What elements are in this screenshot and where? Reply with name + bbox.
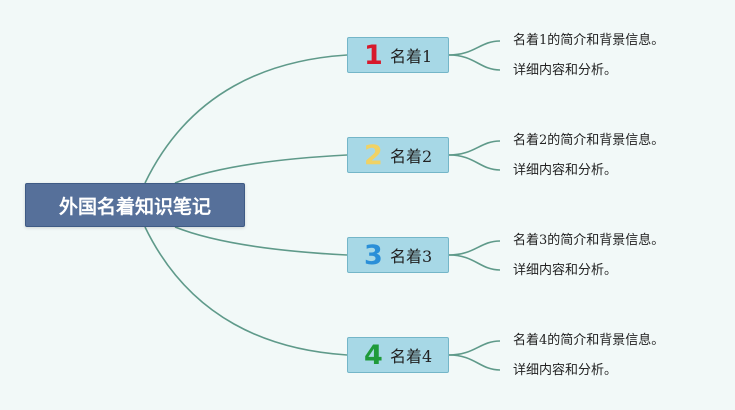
- link-branch-3-leaf-1: [448, 240, 501, 256]
- branch-topic-2[interactable]: 2 名着2: [347, 137, 449, 173]
- number-4-icon: 4: [364, 339, 383, 371]
- link-branch-1-leaf-2: [448, 54, 501, 71]
- link-branch-2-leaf-1: [448, 140, 501, 156]
- leaf-topic-2-1[interactable]: 名着2的简介和背景信息。: [513, 133, 665, 148]
- branch-label: 名着1: [390, 47, 433, 66]
- branch-topic-3[interactable]: 3 名着3: [347, 237, 449, 273]
- link-root-branch-4: [144, 226, 348, 356]
- number-1-icon: 1: [364, 39, 383, 71]
- root-topic[interactable]: 外国名着知识笔记: [25, 183, 245, 227]
- link-branch-4-leaf-1: [448, 340, 501, 356]
- leaf-topic-1-2[interactable]: 详细内容和分析。: [513, 63, 618, 78]
- link-branch-1-leaf-1: [448, 40, 501, 56]
- leaf-topic-4-1[interactable]: 名着4的简介和背景信息。: [513, 333, 665, 348]
- leaf-topic-1-1[interactable]: 名着1的简介和背景信息。: [513, 33, 665, 48]
- number-3-icon: 3: [364, 239, 383, 271]
- link-root-branch-2: [174, 154, 348, 184]
- link-branch-3-leaf-2: [448, 254, 501, 271]
- leaf-topic-3-1[interactable]: 名着3的简介和背景信息。: [513, 233, 665, 248]
- branch-topic-4[interactable]: 4 名着4: [347, 337, 449, 373]
- leaf-topic-2-2[interactable]: 详细内容和分析。: [513, 163, 618, 178]
- leaf-topic-3-2[interactable]: 详细内容和分析。: [513, 263, 618, 278]
- link-root-branch-3: [174, 226, 348, 256]
- branch-label: 名着2: [390, 147, 433, 166]
- link-root-branch-1: [144, 54, 348, 184]
- leaf-topic-4-2[interactable]: 详细内容和分析。: [513, 363, 618, 378]
- link-branch-4-leaf-2: [448, 354, 501, 371]
- number-2-icon: 2: [364, 139, 383, 171]
- branch-label: 名着4: [390, 347, 433, 366]
- link-branch-2-leaf-2: [448, 154, 501, 171]
- branch-label: 名着3: [390, 247, 433, 266]
- branch-topic-1[interactable]: 1 名着1: [347, 37, 449, 73]
- root-topic-label: 外国名着知识笔记: [58, 195, 211, 218]
